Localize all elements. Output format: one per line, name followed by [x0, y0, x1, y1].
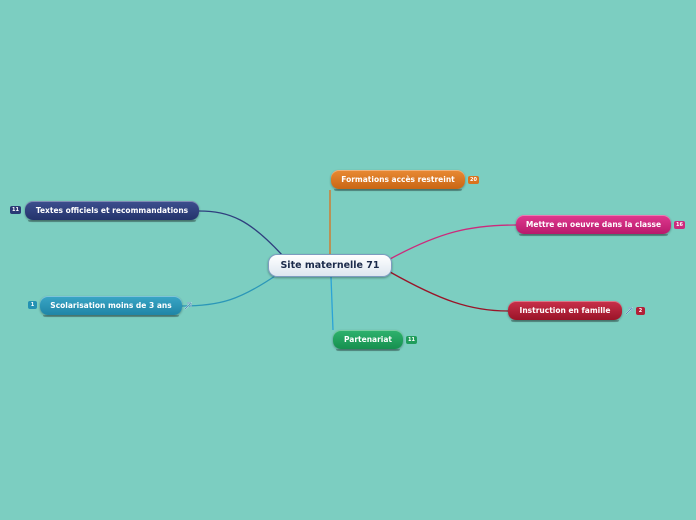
link-arrow-icon[interactable]: [625, 306, 634, 315]
central-topic[interactable]: Site maternelle 71: [268, 254, 392, 277]
subtopic-count-badge[interactable]: 1: [28, 301, 37, 309]
connector-scolar: [181, 273, 279, 307]
connector-textes: [198, 210, 284, 257]
topic-scolarisation[interactable]: Scolarisation moins de 3 ans: [40, 296, 182, 317]
link-arrow-icon[interactable]: [184, 301, 193, 310]
subtopic-count-badge[interactable]: 2: [636, 307, 645, 315]
connector-mettre: [389, 224, 517, 260]
subtopic-count-badge[interactable]: 20: [468, 176, 479, 184]
subtopic-count-badge[interactable]: 11: [10, 206, 21, 214]
connector-instr: [389, 271, 509, 312]
topic-instruction-en-famille[interactable]: Instruction en famille: [508, 301, 622, 322]
subtopic-count-badge[interactable]: 16: [674, 221, 685, 229]
topic-mettre-en-oeuvre[interactable]: Mettre en oeuvre dans la classe: [516, 215, 671, 236]
subtopic-count-badge[interactable]: 11: [406, 336, 417, 344]
topic-formations[interactable]: Formations accès restreint: [331, 170, 465, 191]
topic-textes-officiels[interactable]: Textes officiels et recommandations: [25, 201, 199, 222]
connector-parten: [330, 276, 334, 331]
topic-partenariat[interactable]: Partenariat: [333, 330, 403, 351]
